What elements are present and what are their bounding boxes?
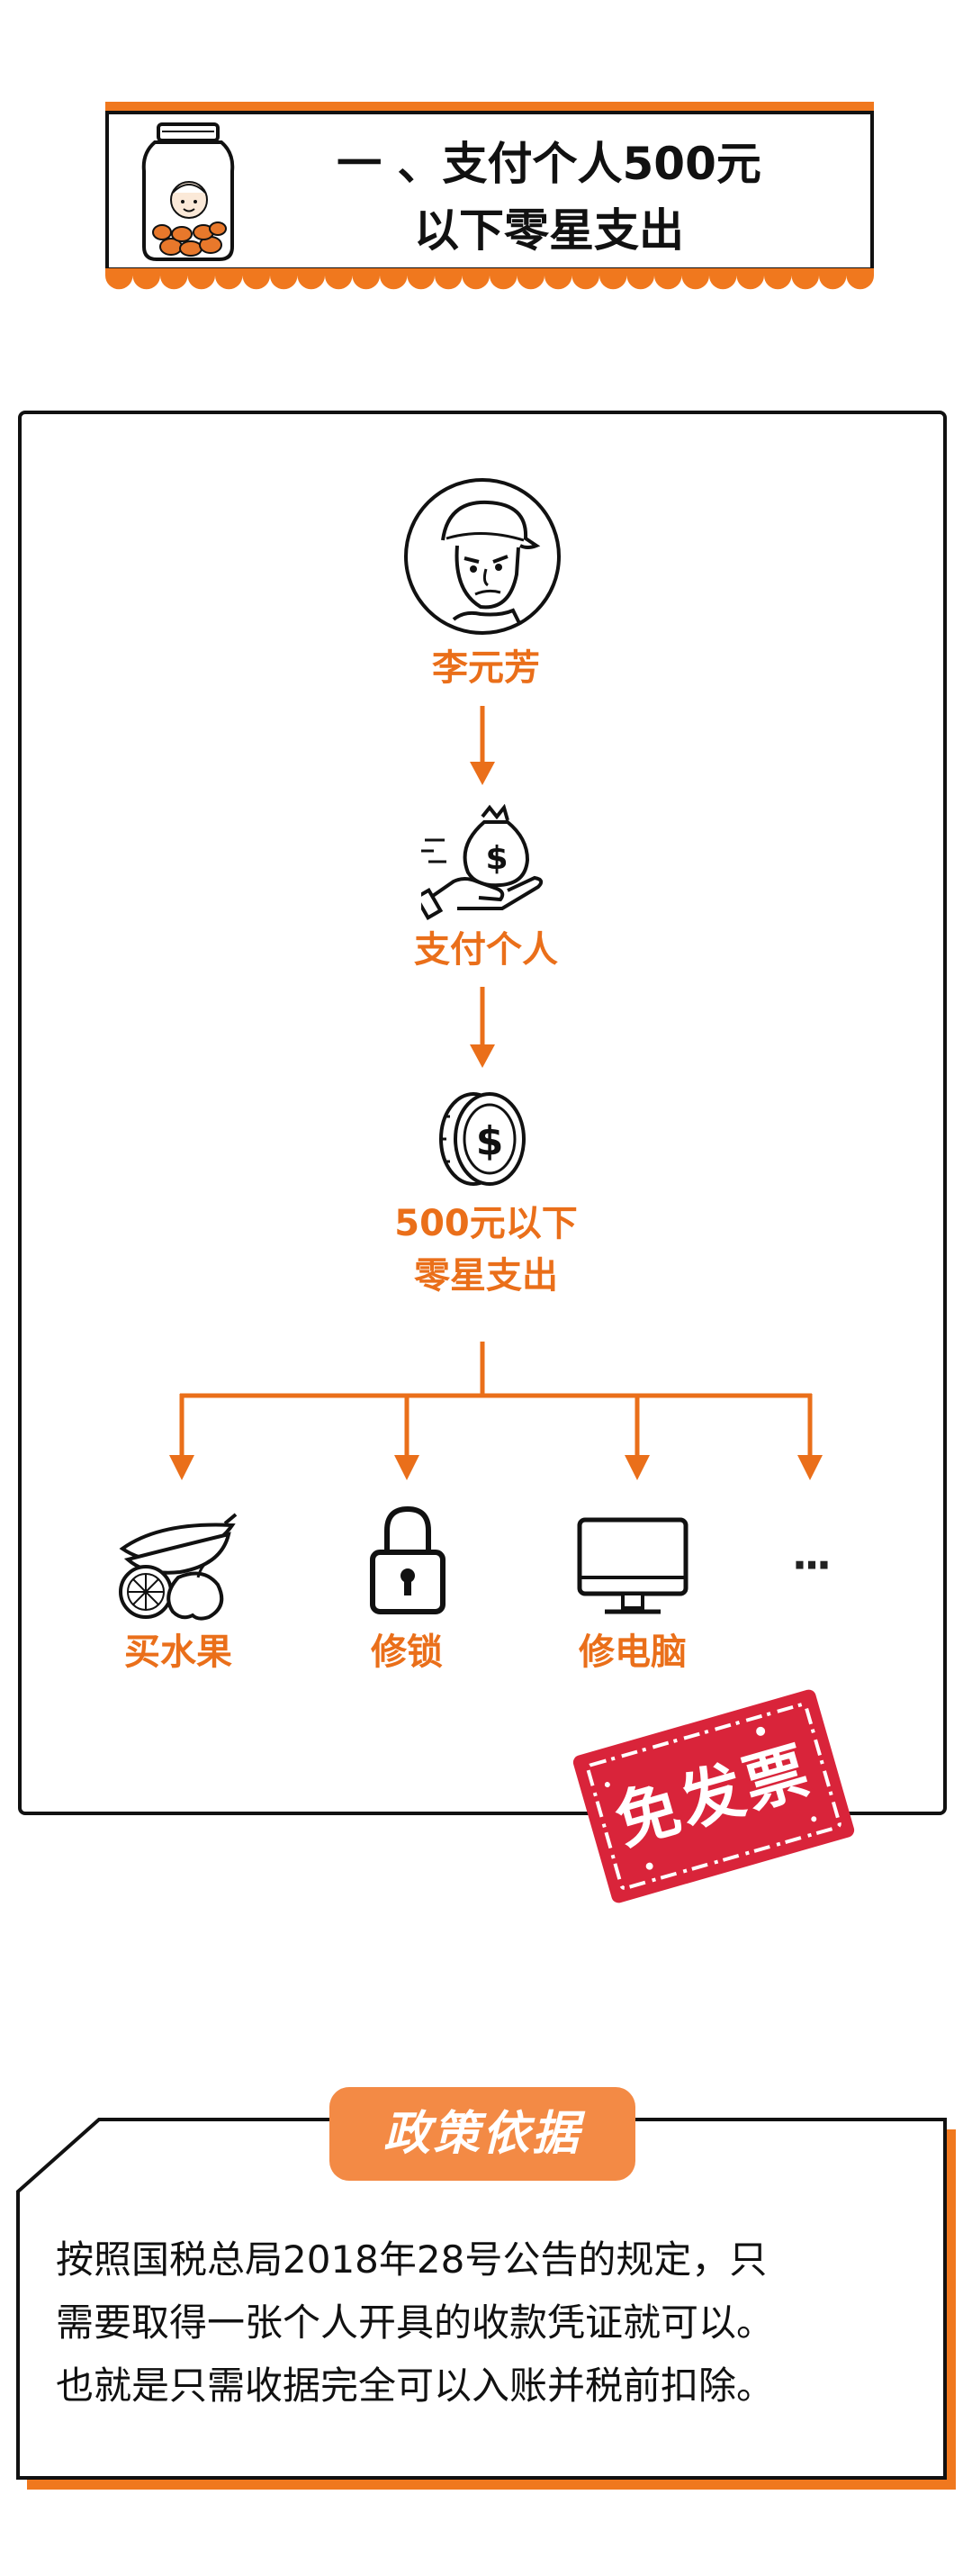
scallop-bump (599, 268, 627, 290)
amount-label-line-2: 零星支出 (414, 1255, 558, 1297)
scallop-bump (819, 268, 847, 290)
amount-label-line-1: 500元以下 (394, 1203, 578, 1244)
scallop-bump (709, 268, 737, 290)
fruit-icon (119, 1513, 238, 1621)
scallop-bump (297, 268, 325, 290)
policy-title: 政策依据 (382, 2107, 581, 2161)
scallop-bump (352, 268, 380, 290)
coin-icon: $ (439, 1092, 526, 1186)
payment-label: 支付个人 (414, 929, 558, 971)
scallop-bump (544, 268, 572, 290)
item-label-fruit: 买水果 (124, 1631, 232, 1673)
scallop-bump (187, 268, 215, 290)
person-name-label: 李元芳 (432, 647, 540, 689)
scallop-bump (846, 268, 874, 290)
policy-text: 按照国税总局2018年28号公告的规定，只 需要取得一张个人开具的收款凭证就可以… (56, 2228, 920, 2418)
monitor-icon (577, 1517, 688, 1614)
banner-scallop-edge (105, 268, 874, 290)
scallop-bump (654, 268, 682, 290)
item-label-monitor: 修电脑 (579, 1631, 687, 1673)
flow-card (18, 411, 947, 1815)
svg-text:$: $ (485, 840, 508, 877)
money-bag-hand-icon: $ (421, 804, 544, 920)
svg-text:$: $ (476, 1118, 504, 1164)
scallop-bump (242, 268, 270, 290)
scallop-bump (407, 268, 435, 290)
policy-title-badge: 政策依据 (329, 2087, 635, 2181)
amount-label: 500元以下 零星支出 (333, 1198, 639, 1302)
scallop-bump (462, 268, 490, 290)
scallop-bump (105, 268, 133, 290)
person-avatar-icon (404, 478, 561, 635)
scallop-bump (681, 268, 709, 290)
branch-connector (169, 1342, 823, 1480)
policy-box-outline (16, 2118, 947, 2480)
scallop-bump (160, 268, 188, 290)
page-title-line-2: 以下零星支出 (414, 204, 684, 257)
scallop-bump (764, 268, 792, 290)
padlock-icon (370, 1505, 446, 1614)
ellipsis-icon: ··· (791, 1541, 832, 1589)
page-title: 一 、支付个人500元 以下零星支出 (270, 131, 828, 264)
scallop-bump (517, 268, 544, 290)
scallop-bump (490, 268, 518, 290)
banner-top-bar (105, 102, 874, 111)
no-invoice-stamp: 免发票 (561, 1677, 868, 1915)
arrow-down-2 (470, 987, 495, 1068)
jar-icon (141, 122, 235, 261)
policy-line-2: 需要取得一张个人开具的收款凭证就可以。 (56, 2300, 775, 2345)
scallop-bump (435, 268, 463, 290)
scallop-bump (215, 268, 243, 290)
scallop-bump (791, 268, 819, 290)
scallop-bump (380, 268, 408, 290)
scallop-bump (325, 268, 353, 290)
scallop-bump (736, 268, 764, 290)
page-title-line-1: 一 、支付个人500元 (337, 138, 761, 190)
arrow-down-1 (470, 706, 495, 785)
scallop-bump (132, 268, 160, 290)
item-label-padlock: 修锁 (371, 1631, 443, 1673)
scallop-bump (270, 268, 298, 290)
scallop-bump (572, 268, 599, 290)
policy-line-3: 也就是只需收据完全可以入账并税前扣除。 (56, 2364, 775, 2408)
policy-line-1: 按照国税总局2018年28号公告的规定，只 (56, 2237, 768, 2282)
scallop-bump (626, 268, 654, 290)
